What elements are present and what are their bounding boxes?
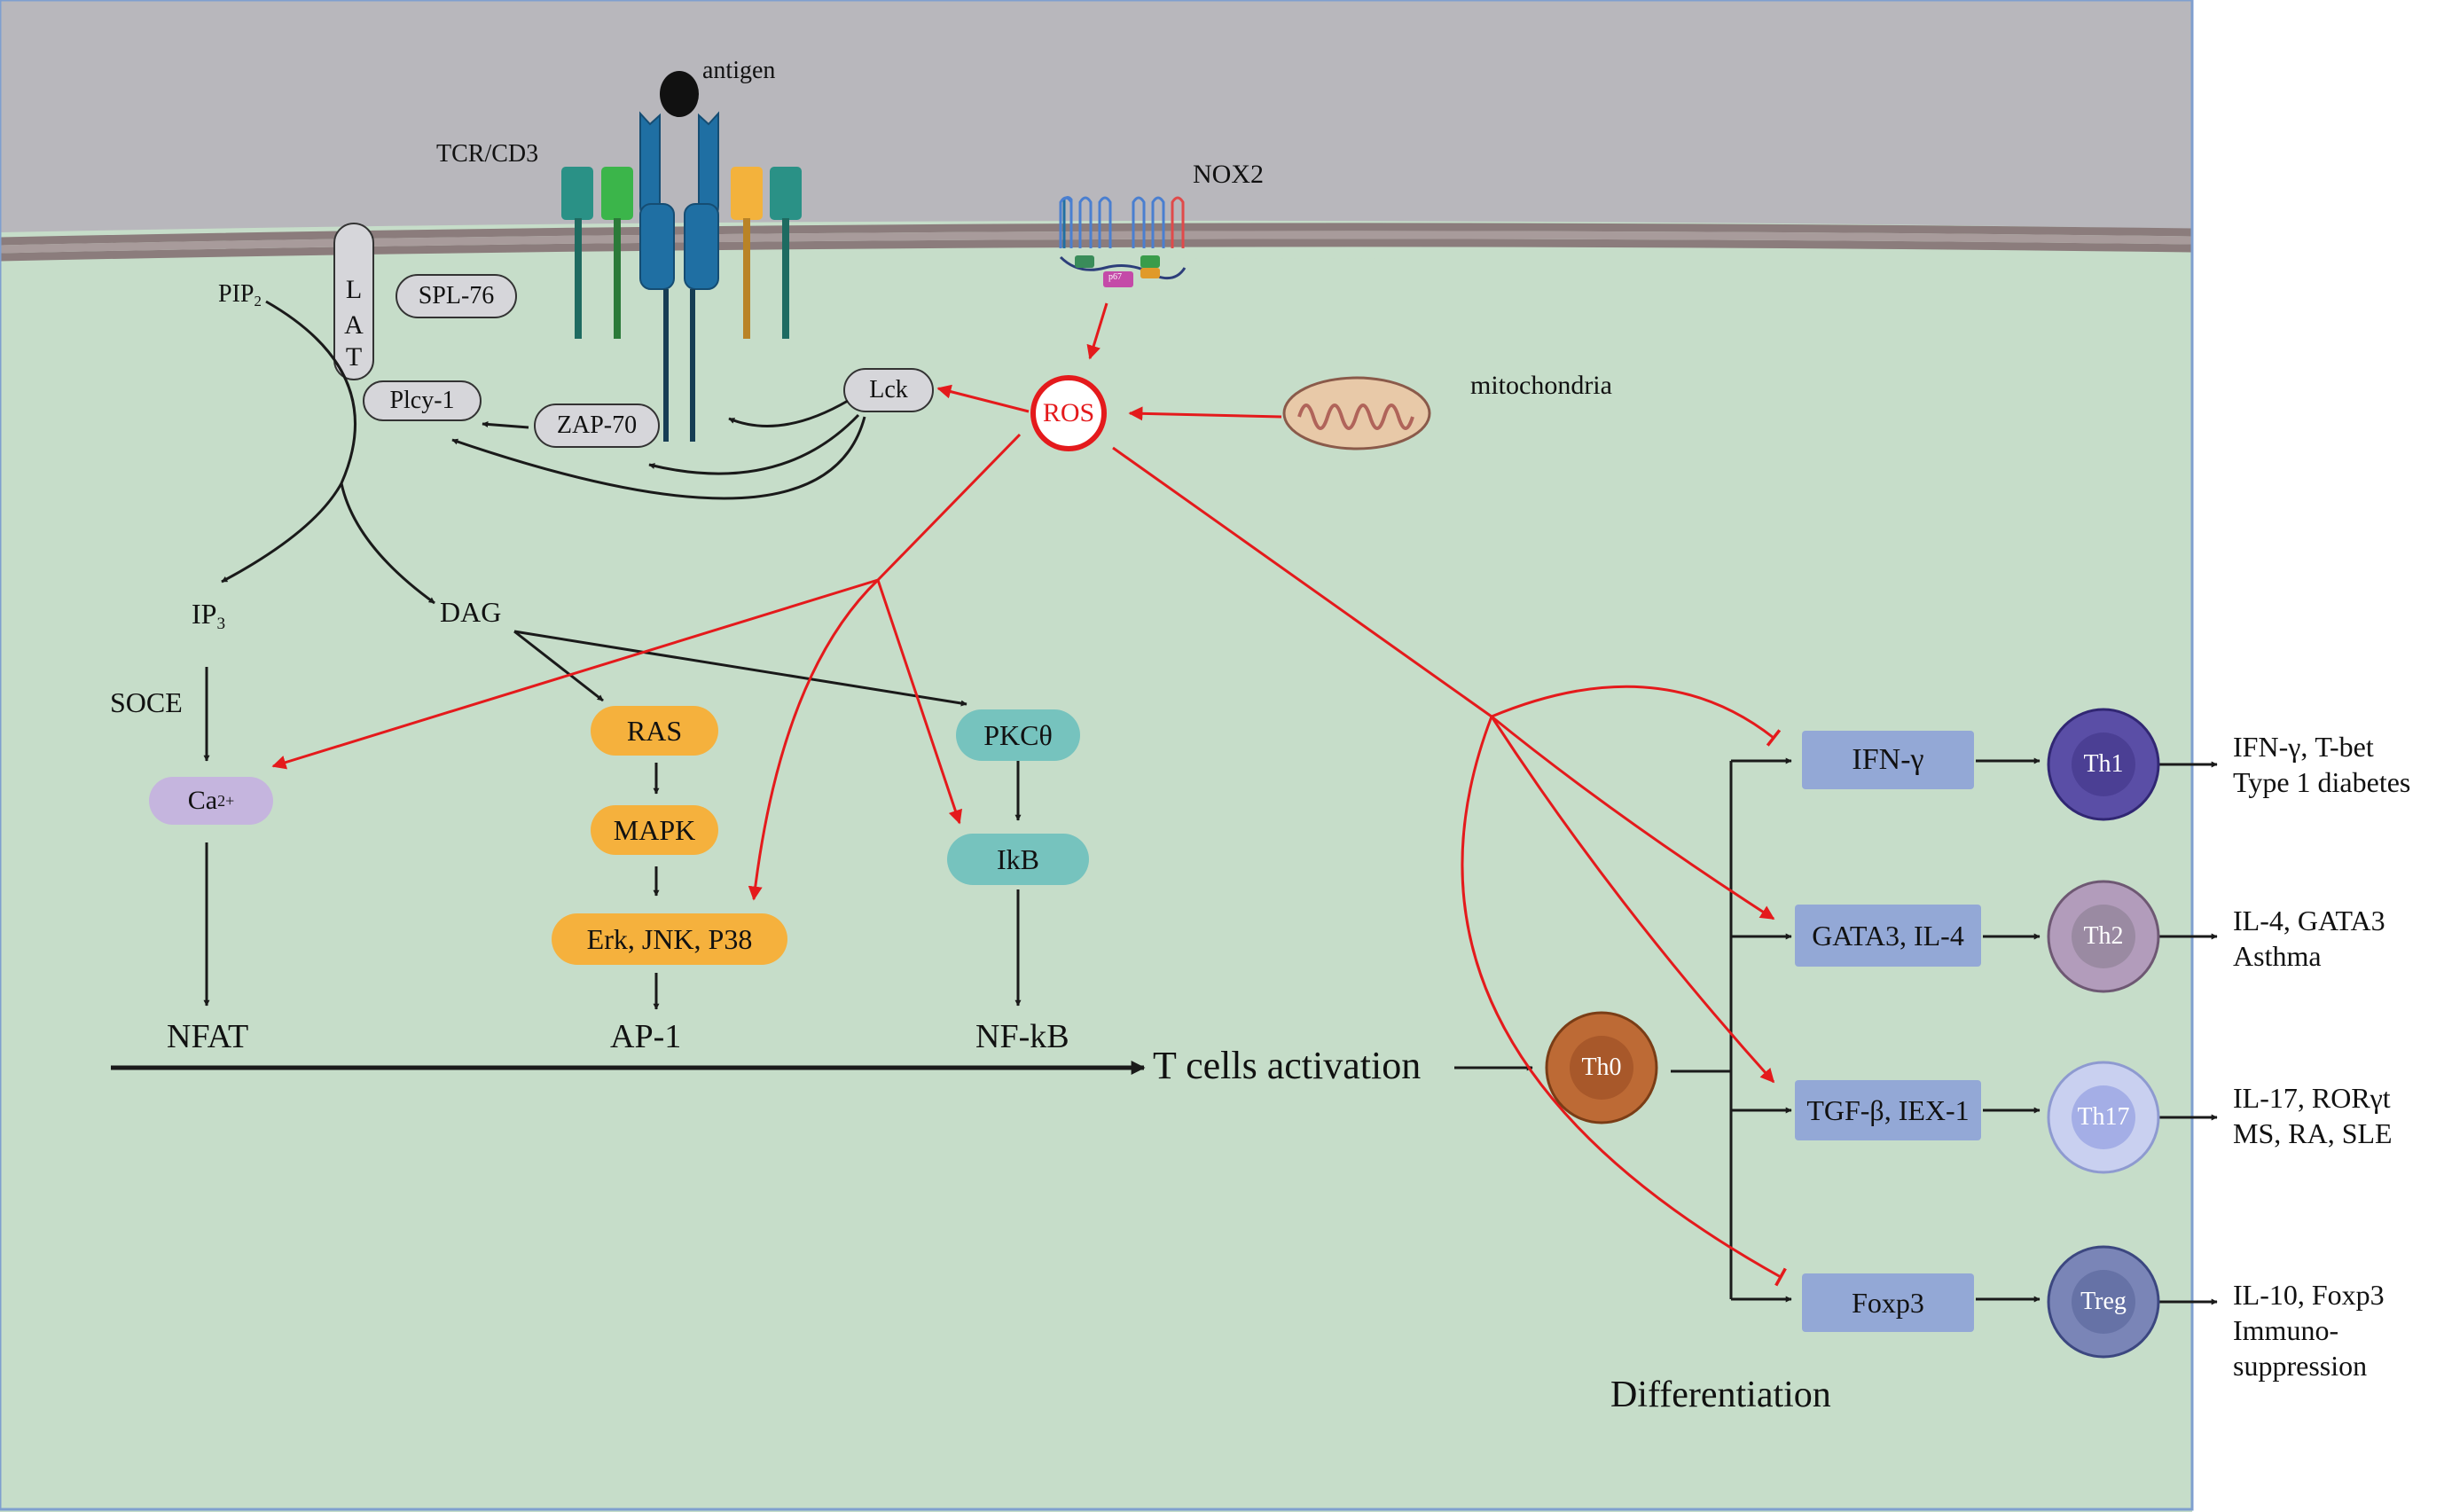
th0-label: Th0 xyxy=(1581,1054,1622,1081)
extracellular-background xyxy=(0,0,2192,232)
treg-outcome-line2: Immuno- xyxy=(2233,1314,2339,1346)
mapk-label: MAPK xyxy=(613,814,696,846)
plcy1-label: Plcy-1 xyxy=(389,387,455,414)
lck-label: Lck xyxy=(869,376,908,403)
nox2-complex xyxy=(1059,196,1187,280)
tcr-cd3-complex xyxy=(561,71,802,442)
p67-label: p67 xyxy=(1108,272,1122,282)
th2-label: Th2 xyxy=(2083,922,2124,950)
lat-letter-l: L xyxy=(345,275,363,304)
ros-label: ROS xyxy=(1042,398,1095,427)
erk-jnk-p38-label: Erk, JNK, P38 xyxy=(586,923,753,955)
cell-border xyxy=(0,0,2194,1511)
ifn-gamma-label: IFN-γ xyxy=(1852,743,1924,776)
th1-label: Th1 xyxy=(2083,750,2124,778)
nfat-label: NFAT xyxy=(167,1018,249,1055)
mitochondria-label: mitochondria xyxy=(1470,371,1612,400)
antigen-shape xyxy=(660,71,699,117)
th17-cell xyxy=(2047,1061,2160,1174)
zap70-label: ZAP-70 xyxy=(556,411,638,439)
th17-outcome-markers: IL-17, RORγt xyxy=(2233,1082,2391,1114)
tcr-cd3-label: TCR/CD3 xyxy=(436,140,539,168)
soce-label: SOCE xyxy=(110,686,183,718)
th2-cell xyxy=(2047,880,2160,993)
nfkb-label: NF-kB xyxy=(975,1018,1069,1055)
treg-outcome-line3: suppression xyxy=(2233,1350,2368,1382)
tgf-beta-label: TGF-β, IEX-1 xyxy=(1806,1094,1970,1126)
th2-outcome-disease: Asthma xyxy=(2233,940,2322,972)
lat-adaptor xyxy=(333,223,374,380)
treg-label: Treg xyxy=(2080,1288,2127,1315)
t-cell-activation-label: T cells activation xyxy=(1153,1044,1422,1087)
ras-label: RAS xyxy=(626,715,683,747)
dag-label: DAG xyxy=(440,596,502,628)
ros-circle xyxy=(1030,375,1107,451)
treg-cell xyxy=(2047,1245,2160,1359)
th0-cell xyxy=(1545,1011,1658,1124)
ap1-label: AP-1 xyxy=(610,1018,682,1055)
th17-outcome-disease: MS, RA, SLE xyxy=(2233,1117,2393,1149)
th1-cell xyxy=(2047,708,2160,821)
pip2-label: PIP2 xyxy=(218,280,262,310)
th1-outcome-markers: IFN-γ, T-bet xyxy=(2233,731,2374,763)
slp76-label: SPL-76 xyxy=(418,282,495,309)
treg-outcome-markers: IL-10, Foxp3 xyxy=(2233,1279,2385,1311)
pkc-label: PKCθ xyxy=(983,719,1053,751)
foxp3-label: Foxp3 xyxy=(1852,1287,1924,1319)
th17-label: Th17 xyxy=(2077,1103,2130,1131)
lat-letter-a: A xyxy=(344,310,364,340)
th1-outcome-disease: Type 1 diabetes xyxy=(2233,766,2411,798)
gata3-il4-label: GATA3, IL-4 xyxy=(1812,920,1964,952)
p67-subunit xyxy=(1103,271,1133,287)
antigen-label: antigen xyxy=(702,57,776,84)
ip3-label: IP3 xyxy=(192,598,226,633)
nox2-label: NOX2 xyxy=(1193,160,1264,189)
lat-letter-t: T xyxy=(345,342,363,372)
ikb-label: IkB xyxy=(997,843,1039,875)
ca-pill xyxy=(149,777,273,825)
mitochondria-shape xyxy=(1282,376,1431,450)
differentiation-label: Differentiation xyxy=(1610,1375,1831,1415)
th2-outcome-markers: IL-4, GATA3 xyxy=(2233,905,2385,936)
